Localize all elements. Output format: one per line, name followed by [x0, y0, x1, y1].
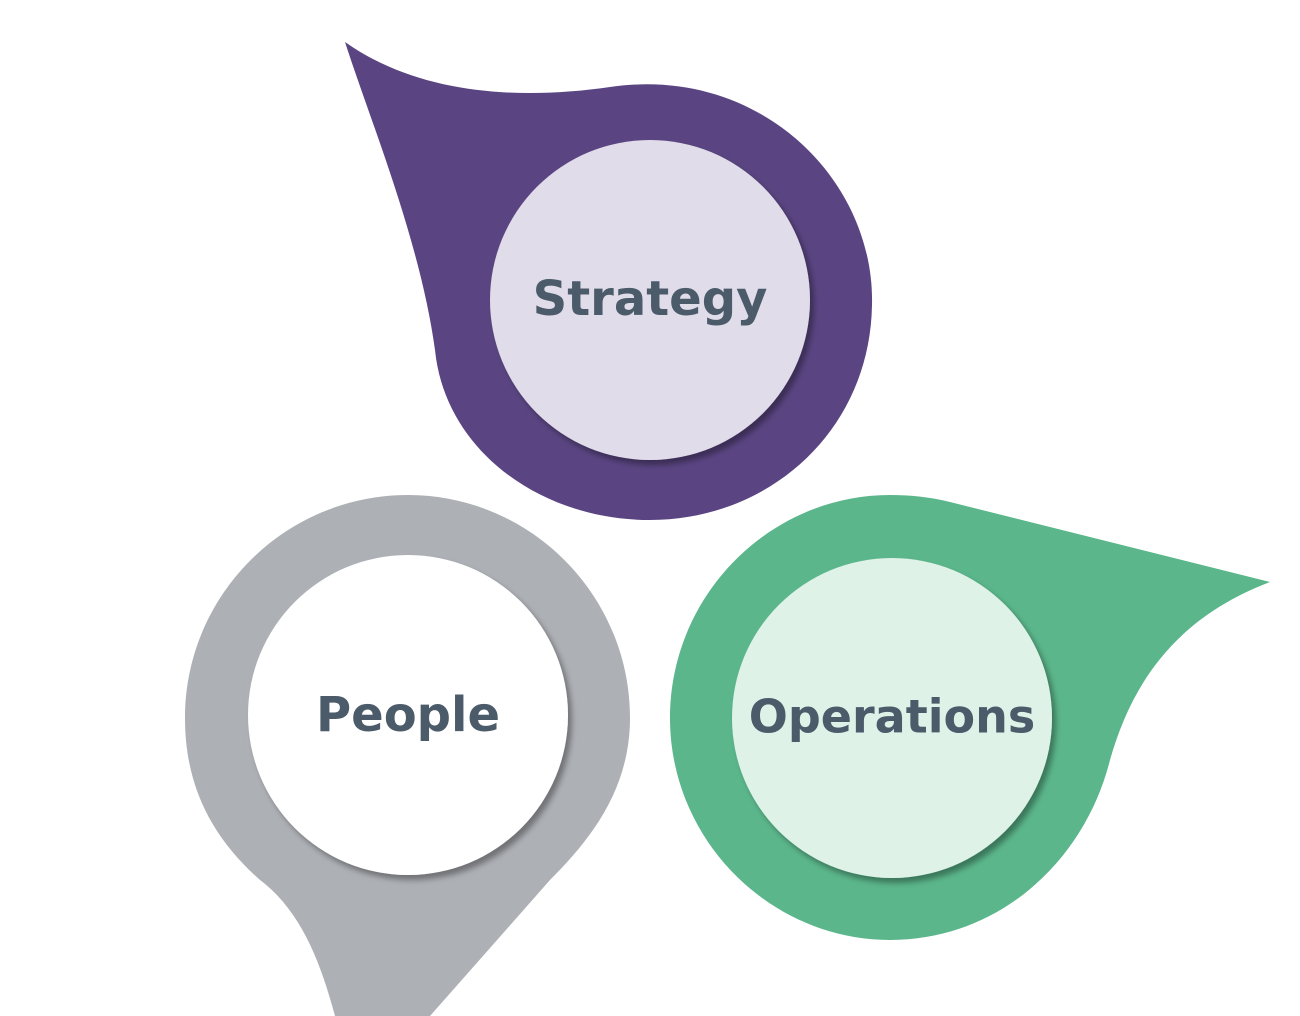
strategy-label: Strategy [533, 271, 768, 327]
operations-node: Operations [670, 495, 1270, 940]
strategy-node: Strategy [345, 42, 873, 520]
people-inner-circle [248, 555, 568, 875]
operations-inner-circle [732, 558, 1052, 878]
operations-label: Operations [749, 690, 1035, 744]
people-node: People [185, 495, 630, 1016]
people-label: People [316, 687, 500, 743]
strategy-inner-circle [490, 140, 810, 460]
